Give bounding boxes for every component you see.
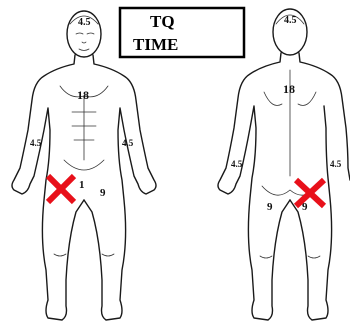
tq-time-box: TQ TIME: [120, 8, 244, 57]
tq-label: TQ: [150, 12, 175, 31]
time-label: TIME: [133, 35, 178, 54]
anterior-tourniquet-marker: [48, 176, 74, 202]
anterior-right-arm-percent: 4.5: [30, 138, 42, 148]
anterior-left-leg-percent: 9: [100, 187, 106, 199]
anterior-left-outline: [84, 55, 156, 320]
posterior-left-arm-percent: 4.5: [231, 159, 243, 169]
posterior-right-outline: [290, 106, 332, 320]
posterior-right-arm-percent: 4.5: [330, 159, 342, 169]
posterior-torso-percent: 18: [283, 82, 295, 96]
posterior-head-percent: 4.5: [284, 15, 297, 26]
anterior-head-percent: 4.5: [78, 17, 91, 28]
posterior-left-outline: [218, 53, 290, 320]
anterior-right-outline: [12, 55, 84, 320]
anterior-torso-percent: 18: [77, 88, 89, 102]
anterior-groin-percent: 1: [79, 179, 85, 191]
posterior-left-leg-percent: 9: [267, 201, 273, 213]
anterior-left-arm-percent: 4.5: [122, 138, 134, 148]
posterior-tourniquet-marker: [296, 180, 324, 206]
